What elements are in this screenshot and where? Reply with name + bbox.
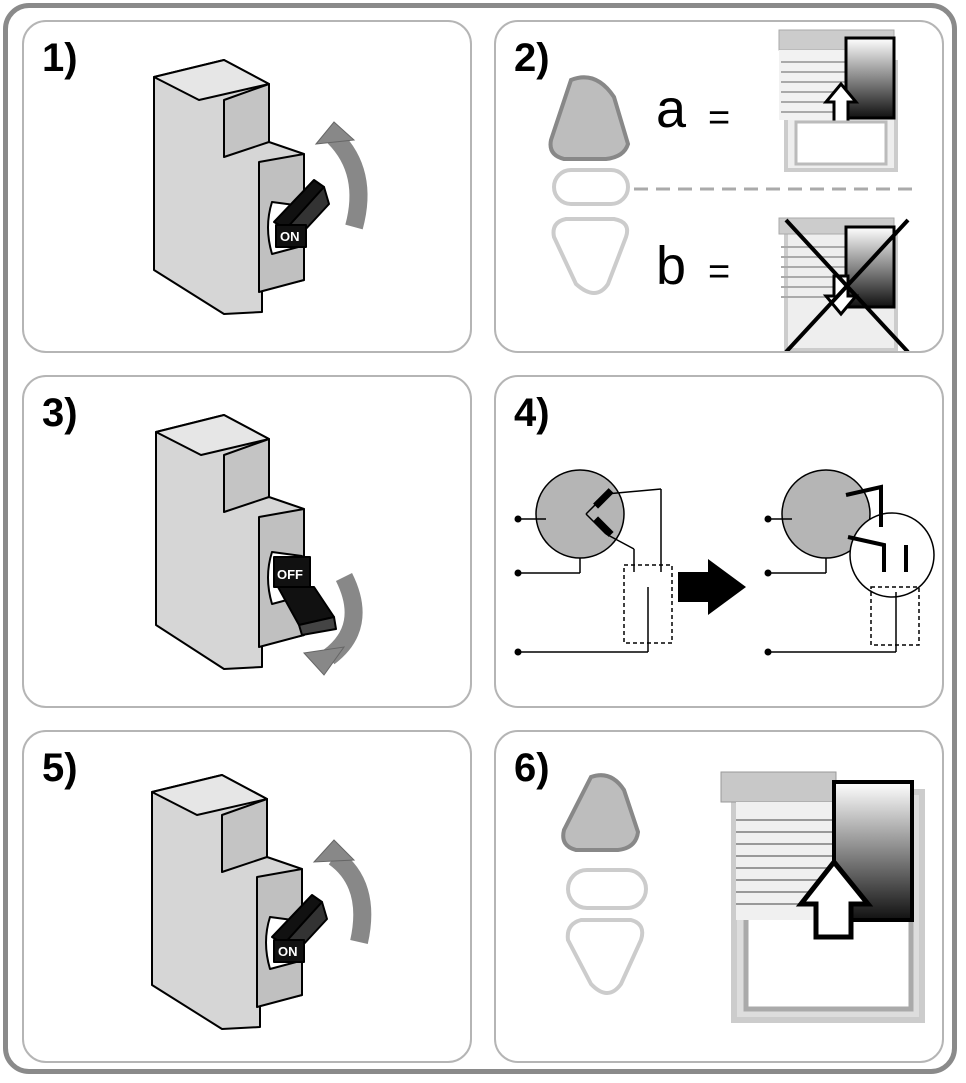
step-number: 1) [42,36,78,80]
step-number: 4) [514,391,550,435]
down-button [565,918,645,995]
legend-b-eq: = [708,251,730,293]
up-button [561,773,641,852]
step-2-panel: 2) a = b = [494,20,944,353]
step-number: 5) [42,746,78,790]
outer-frame [3,3,957,1074]
on-label: ON [278,944,298,959]
legend-b-key: b [656,236,686,296]
shutter-up-icon [778,29,898,172]
breaker-on-illustration: ON [153,59,368,315]
remote-legend-illustration: a = b = [548,29,914,351]
up-arrow [327,130,368,230]
arrow-right-icon [678,559,746,615]
up-button [548,75,631,161]
step-4-panel: 4) [494,375,944,708]
stop-button [552,168,630,206]
step-1-panel: 1) ON [22,20,472,353]
off-label: OFF [277,567,303,582]
breaker-off-illustration: OFF [155,414,363,676]
shutter-crossed-icon [778,217,910,351]
step-number: 3) [42,391,78,435]
step-6-panel: 6) [494,730,944,1063]
breaker-on-illustration: ON [151,774,372,1030]
shutter-up-icon [720,771,925,1023]
legend-a-key: a [656,79,687,139]
legend-a-eq: = [708,97,730,139]
up-arrow [328,849,372,944]
wiring-diagram [514,469,935,656]
shutter-open-illustration [561,771,925,1023]
step-5-panel: 5) ON [22,730,472,1063]
stop-button [566,868,648,910]
down-button [551,217,630,295]
step-3-panel: 3) OFF [22,375,472,708]
step-number: 6) [514,746,550,790]
step-number: 2) [514,36,550,80]
on-label: ON [280,229,300,244]
